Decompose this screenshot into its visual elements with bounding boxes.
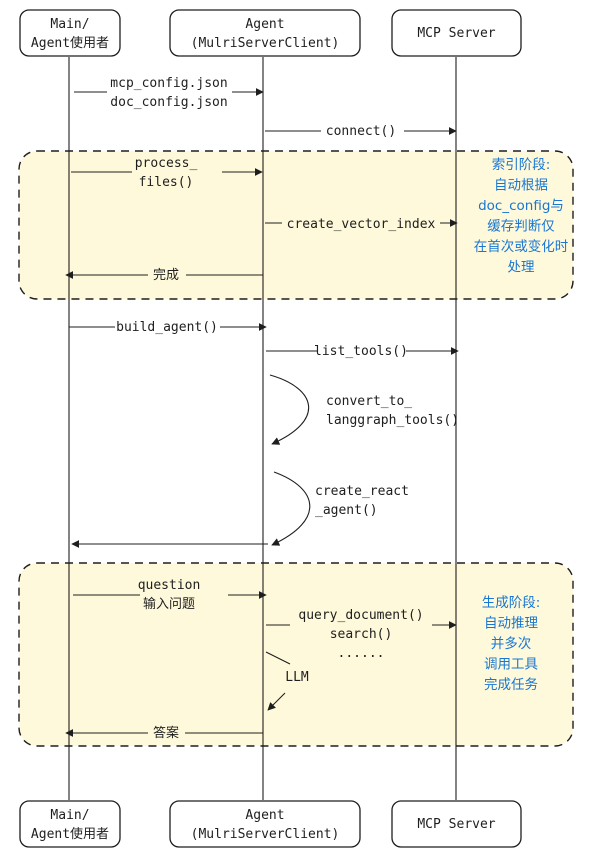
participant-box: [391, 9, 522, 57]
generate-phase-note-line: 完成任务: [484, 677, 538, 693]
participant-label: Agent使用者: [31, 826, 109, 842]
participant-main-top: Main/Agent使用者: [19, 9, 121, 57]
message-label: ......: [338, 646, 385, 661]
participant-mcp-top: MCP Server: [391, 9, 522, 57]
participant-label: MCP Server: [417, 817, 495, 832]
participant-box: [19, 9, 121, 57]
message-label: create_vector_index: [287, 217, 436, 232]
participant-box: [169, 800, 361, 848]
message-query-document: query_document() search()......: [266, 608, 457, 661]
participant-label: Agent: [245, 808, 284, 823]
index-phase-frame: [18, 150, 574, 300]
generate-phase-note-line: 自动推理: [484, 616, 538, 632]
message-list-tools: list_tools(): [266, 344, 459, 359]
self-arrow: [267, 692, 286, 711]
participant-box: [169, 9, 361, 57]
message-llm: LLM: [265, 651, 309, 711]
participant-label: (MulriServerClient): [191, 827, 340, 842]
index-phase-note-line: 处理: [508, 260, 536, 276]
participant-label: Main/: [50, 808, 89, 823]
index-phase-note-line: doc_config与: [478, 198, 564, 214]
participant-box: [19, 800, 121, 848]
participant-agent-bottom: Agent (MulriServerClient): [169, 800, 361, 848]
message-label: question: [138, 578, 201, 593]
self-arrow: [271, 471, 311, 546]
message-connect: connect(): [265, 124, 457, 139]
index-phase-note-line: 索引阶段:: [492, 157, 551, 173]
participant-box: [391, 800, 522, 848]
message-label: build_agent(): [116, 320, 218, 335]
participant-main-bottom: Main/Agent使用者: [19, 800, 121, 848]
message-label: mcp_config.json: [110, 76, 227, 91]
participant-mcp-bottom: MCP Server: [391, 800, 522, 848]
participant-label: Agent使用者: [31, 35, 109, 51]
self-arrow: [269, 374, 310, 445]
message-process-files: process_ files(): [71, 156, 263, 190]
participant-label: MCP Server: [417, 26, 495, 41]
message-label: files(): [139, 175, 194, 190]
participant-label: Agent: [245, 17, 284, 32]
message-label: doc_config.json: [110, 95, 227, 110]
message-create-react-agent: create_react _agent(): [271, 471, 409, 546]
message-answer: 答案: [65, 725, 263, 741]
message-label: list_tools(): [314, 344, 408, 359]
participant-label: Main/: [50, 17, 89, 32]
participant-label: (MulriServerClient): [191, 36, 340, 51]
generate-phase-note-line: 并多次: [491, 635, 532, 652]
message-label: query_document(): [298, 608, 423, 623]
message-label: convert_to_: [326, 394, 412, 409]
message-convert-tools: convert_to_ langgraph_tools(): [269, 374, 459, 445]
message-label: langgraph_tools(): [326, 413, 459, 428]
message-label: process_: [135, 156, 198, 171]
message-label: connect(): [326, 124, 396, 139]
message-mcp-config: mcp_config.json doc_config.json: [74, 76, 264, 110]
message-create-vector-index: create_vector_index: [265, 217, 458, 232]
message-label: create_react: [315, 484, 409, 499]
index-phase-note-line: 在首次或变化时: [474, 239, 569, 255]
generate-phase-frame: [18, 562, 574, 747]
message-question: question 输入问题: [73, 578, 267, 612]
generate-phase-note-line: 调用工具: [484, 657, 538, 673]
participant-agent-top: Agent (MulriServerClient): [169, 9, 361, 57]
message-label: LLM: [285, 670, 309, 685]
index-phase-note-line: 缓存判断仅: [487, 219, 555, 235]
message-build-agent: build_agent(): [69, 320, 267, 335]
message-label: _agent(): [315, 503, 378, 518]
message-label: 完成: [153, 268, 179, 283]
generate-phase-note-line: 生成阶段:: [482, 595, 541, 611]
message-index-done: 完成: [65, 268, 263, 283]
message-label: 输入问题: [143, 596, 195, 612]
message-label: search(): [330, 627, 393, 642]
index-phase-note-line: 自动根据: [494, 178, 548, 194]
message-label: 答案: [153, 725, 179, 741]
